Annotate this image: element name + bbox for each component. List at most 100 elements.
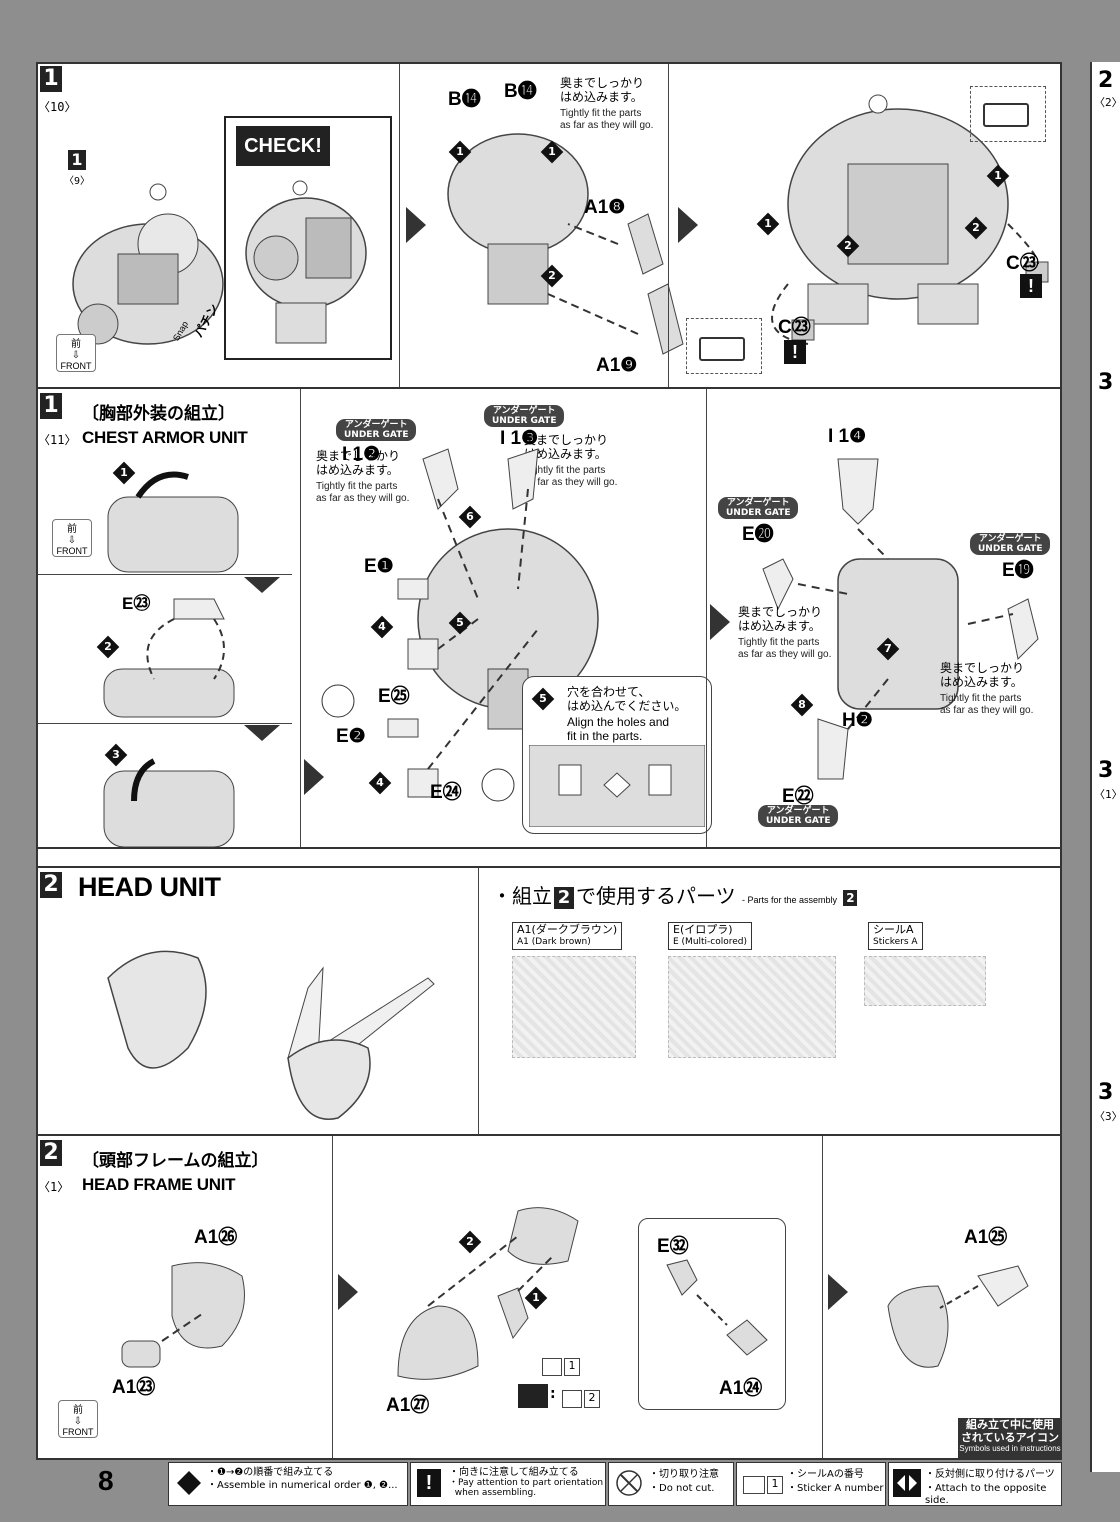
part-label: B⓮ [448, 89, 481, 110]
part-label: A1㉓ [112, 1377, 156, 1398]
opposite-side-icon [518, 1384, 548, 1408]
order-5: 5 [531, 687, 555, 711]
runner-label: A1(ダークブラウン) A1 (Dark brown) [512, 922, 623, 950]
section-title-en: CHEST ARMOR UNIT [82, 428, 248, 447]
section-title-jp: 〔胸部外装の組立〕 [82, 404, 235, 424]
part-label: A1㉖ [194, 1227, 238, 1248]
step-number: 1 [40, 393, 62, 419]
legend-order-jp: ・❶→❷の順番で組み立てる [207, 1467, 334, 1478]
part-label: A1❾ [596, 355, 638, 376]
step-number: 2 [40, 1140, 62, 1166]
next-arrow [710, 604, 730, 640]
strip-step-number: 2 [1098, 68, 1114, 93]
runner-a1-sprue [512, 956, 636, 1058]
next-arrow [304, 759, 324, 795]
down-arrow [244, 577, 280, 593]
legend-sticker-en: ・Sticker A number [787, 1483, 884, 1494]
order-1: 1 [524, 1286, 548, 1310]
divider [38, 723, 292, 724]
order-4: 4 [370, 615, 394, 639]
detail-illustration [666, 1259, 768, 1356]
legend-orientation-jp: ・向きに注意して組み立てる [449, 1467, 579, 1478]
substep-number: 〈10〉 [38, 100, 77, 114]
divider [38, 574, 292, 575]
no-cut-icon [616, 1470, 642, 1496]
part-label: E㉓ [122, 594, 151, 613]
step-number: 1 [40, 66, 62, 92]
check-badge: CHECK! [236, 126, 330, 166]
part-label: H❷ [842, 710, 873, 731]
order-1: 1 [986, 164, 1010, 188]
divider [332, 1136, 333, 1458]
section-title-en: HEAD FRAME UNIT [82, 1175, 236, 1194]
runner-label: シールA Stickers A [868, 922, 923, 950]
order-arrow-icon [177, 1471, 201, 1495]
part-label: E㉔ [430, 782, 462, 803]
head-unit-illustration [107, 950, 435, 1120]
part-label: B⓮ [504, 81, 537, 102]
camera-icon [983, 103, 1029, 127]
chest-sides-illustration [762, 458, 1039, 780]
order-2: 2 [96, 635, 120, 659]
front-indicator: 前 ⇩ FRONT [56, 334, 96, 372]
order-4: 4 [368, 771, 392, 795]
down-arrow [244, 725, 280, 741]
fit-note-en: Tightly fit the parts as far as they wil… [316, 481, 410, 504]
part-label: C㉓ [1006, 253, 1039, 274]
fit-note-en: Tightly fit the parts as far as they wil… [738, 637, 832, 660]
chest-step2-illustration [103, 598, 235, 718]
sticker-number: 1 [564, 1358, 580, 1376]
legend-no-cut-jp: ・切り取り注意 [649, 1469, 719, 1480]
opposite-side-icon [893, 1469, 921, 1497]
front-label-en: FRONT [60, 361, 92, 371]
hole-note-jp: 穴を合わせて、 はめ込んでください。 [567, 685, 687, 713]
sticker-number: 2 [584, 1390, 600, 1408]
part-label: E❷ [336, 726, 366, 747]
divider [399, 64, 400, 387]
runner-e-sprue [668, 956, 836, 1058]
legend-order: ・❶→❷の順番で組み立てる ・Assemble in numerical ord… [168, 1462, 408, 1506]
step-2-1-panel: 2 〔頭部フレームの組立〕 〈1〉 HEAD FRAME UNIT A1㉖ A1… [36, 1134, 1062, 1460]
order-2: 2 [540, 264, 564, 288]
legend-orientation-en: ・Pay attention to part orientation when … [449, 1478, 604, 1498]
next-arrow [406, 207, 426, 243]
sticker-icon [542, 1358, 562, 1376]
part-label: A1❽ [584, 197, 626, 218]
check-illustration [245, 180, 367, 344]
part-label: E❶ [364, 556, 394, 577]
strip-substep: 〈2〉 [1094, 96, 1120, 109]
hint-box [686, 318, 762, 374]
divider [822, 1136, 823, 1458]
next-arrow [678, 207, 698, 243]
section-title-jp: 〔頭部フレームの組立〕 [82, 1151, 269, 1171]
fit-note-jp: 奥までしっかり はめ込みます。 [940, 661, 1025, 689]
substep-number: 〈1〉 [38, 1180, 70, 1194]
part-label: E㉕ [378, 686, 410, 707]
strip-step-number: 3 [1098, 370, 1114, 395]
divider [300, 389, 301, 847]
next-page-strip: 2 〈2〉 3 3 〈1〉 3 〈3〉 [1090, 62, 1120, 1472]
strip-step-number: 3 [1098, 758, 1114, 783]
part-label: A1㉔ [719, 1378, 763, 1399]
legend-title: 組み立て中に使用 されているアイコン Symbols used in instr… [958, 1418, 1062, 1460]
chest-flip-illustration [107, 471, 239, 573]
order-2: 2 [458, 1230, 482, 1254]
order-1: 1 [112, 461, 136, 485]
legend-opposite: ・反対側に取り付けるパーツ ・Attach to the opposite si… [888, 1462, 1062, 1506]
fit-note-jp: 奥までしっかり はめ込みます。 [316, 449, 401, 477]
legend-opposite-jp: ・反対側に取り付けるパーツ [925, 1469, 1055, 1480]
part-label: E⓴ [742, 524, 774, 545]
order-8: 8 [790, 693, 814, 717]
fit-note-jp: 奥までしっかり はめ込みます。 [738, 605, 823, 633]
hint-box [970, 86, 1046, 142]
order-2: 2 [836, 234, 860, 258]
fit-note-jp: 奥までしっかり はめ込みます。 [560, 76, 645, 104]
hole-hint-box: 5 穴を合わせて、 はめ込んでください。 Align the holes and… [522, 676, 712, 834]
next-arrow [338, 1274, 358, 1310]
sticker-sheet [864, 956, 986, 1006]
order-3: 3 [104, 743, 128, 767]
step-1-11-panel: 1 〔胸部外装の組立〕 〈11〉 CHEST ARMOR UNIT 1 前 ⇩ … [36, 387, 1062, 849]
